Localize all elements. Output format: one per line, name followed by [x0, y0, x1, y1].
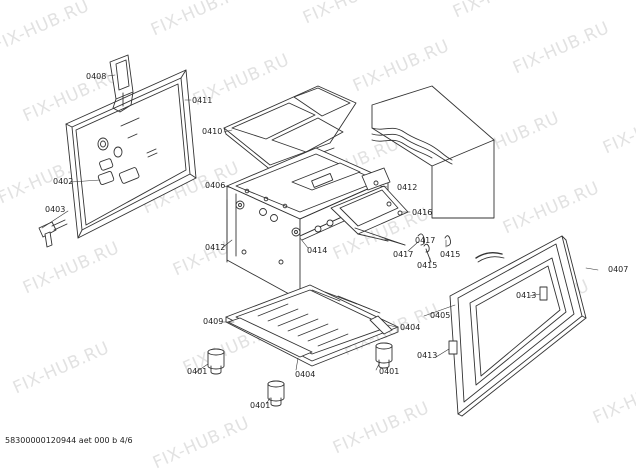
callout-0415-left: 0415 [417, 261, 438, 270]
callout-0417-bottom: 0417 [393, 250, 414, 259]
callout-0405: 0405 [430, 311, 451, 320]
callout-0404-right: 0404 [400, 323, 421, 332]
callout-0413-top: 0413 [516, 291, 537, 300]
callout-0406: 0406 [205, 181, 226, 190]
part-latch [39, 220, 67, 247]
part-back-panel [372, 86, 494, 218]
callout-0412-right: 0412 [397, 183, 418, 192]
part-inner-door-panel [66, 70, 196, 238]
diagram-drawing [0, 0, 636, 450]
callout-0414: 0414 [307, 246, 328, 255]
callout-0409: 0409 [203, 317, 224, 326]
callout-0417-top: 0417 [415, 236, 436, 245]
callout-0412-left: 0412 [205, 243, 226, 252]
callout-0408: 0408 [86, 72, 107, 81]
callout-0413-bottom: 0413 [417, 351, 438, 360]
callout-0410: 0410 [202, 127, 223, 136]
callout-0401-left: 0401 [187, 367, 208, 376]
part-hinge-bracket [110, 55, 133, 112]
callout-0403: 0403 [45, 205, 66, 214]
callout-0401-bottom: 0401 [250, 401, 271, 410]
callout-0404-bottom: 0404 [295, 370, 316, 379]
part-outer-door [449, 236, 586, 416]
callout-0411: 0411 [192, 96, 213, 105]
callout-0415-right: 0415 [440, 250, 461, 259]
callout-0416: 0416 [412, 208, 433, 217]
part-feet [208, 343, 392, 406]
document-number: 58300000120944 aet 000 b 4/6 [5, 436, 133, 445]
leader-lines [42, 75, 598, 404]
part-grill-tray [331, 168, 408, 245]
part-side-rails [228, 316, 392, 357]
callout-0401-right: 0401 [379, 367, 400, 376]
callout-0402: 0402 [53, 177, 74, 186]
callout-0407: 0407 [608, 265, 629, 274]
